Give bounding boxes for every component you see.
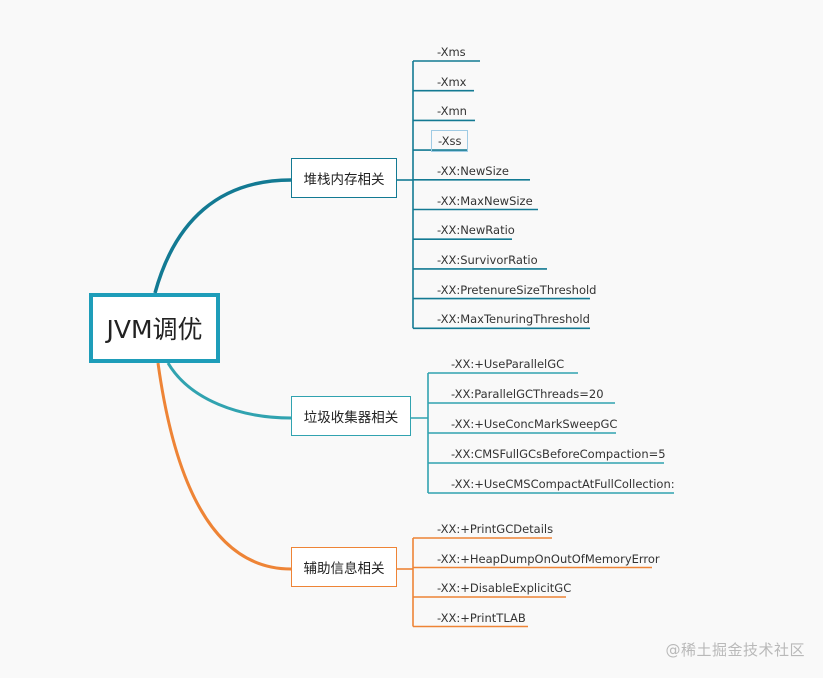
connector-root-gc — [166, 362, 292, 420]
branch-label-aux: 辅助信息相关 — [303, 561, 385, 577]
leaf-heap-3[interactable]: -Xss — [431, 130, 469, 153]
watermark-text: @稀土掘金技术社区 — [665, 641, 805, 659]
branch-label-gc: 垃圾收集器相关 — [303, 410, 399, 426]
leaf-gc-1[interactable]: -XX:ParallelGCThreads=20 — [451, 387, 604, 401]
leaf-heap-7[interactable]: -XX:SurvivorRatio — [437, 252, 538, 267]
leaf-heap-6[interactable]: -XX:NewRatio — [437, 223, 515, 238]
leaf-gc-4[interactable]: -XX:+UseCMSCompactAtFullCollection: — [451, 477, 675, 491]
leaf-aux-0[interactable]: -XX:+PrintGCDetails — [437, 522, 554, 536]
leaf-aux-2[interactable]: -XX:+DisableExplicitGC — [437, 581, 572, 595]
leaf-heap-5[interactable]: -XX:MaxNewSize — [437, 193, 533, 208]
root-node[interactable]: JVM调优 — [89, 293, 220, 363]
leaf-heap-9[interactable]: -XX:MaxTenuringThreshold — [437, 312, 590, 327]
branch-node-aux[interactable]: 辅助信息相关 — [291, 547, 397, 587]
leaf-heap-4[interactable]: -XX:NewSize — [437, 163, 509, 178]
branch-label-heap: 堆栈内存相关 — [303, 172, 385, 188]
leaf-gc-3[interactable]: -XX:CMSFullGCsBeforeCompaction=5 — [451, 447, 666, 461]
leaf-heap-1[interactable]: -Xmx — [437, 74, 467, 89]
leaf-heap-0[interactable]: -Xms — [437, 45, 466, 59]
branch-node-gc[interactable]: 垃圾收集器相关 — [291, 396, 411, 436]
leaf-heap-2[interactable]: -Xmn — [437, 104, 467, 119]
connector-root-heap — [153, 178, 292, 294]
connector-root-aux — [156, 362, 292, 571]
leaf-heap-8[interactable]: -XX:PretenureSizeThreshold — [437, 282, 597, 297]
branch-node-heap[interactable]: 堆栈内存相关 — [291, 158, 397, 198]
leaf-aux-1[interactable]: -XX:+HeapDumpOnOutOfMemoryError — [437, 551, 660, 566]
leaf-aux-3[interactable]: -XX:+PrintTLAB — [437, 610, 526, 625]
leaf-gc-0[interactable]: -XX:+UseParallelGC — [451, 357, 565, 371]
root-label: JVM调优 — [106, 315, 203, 344]
leaf-gc-2[interactable]: -XX:+UseConcMarkSweepGC — [451, 417, 618, 431]
